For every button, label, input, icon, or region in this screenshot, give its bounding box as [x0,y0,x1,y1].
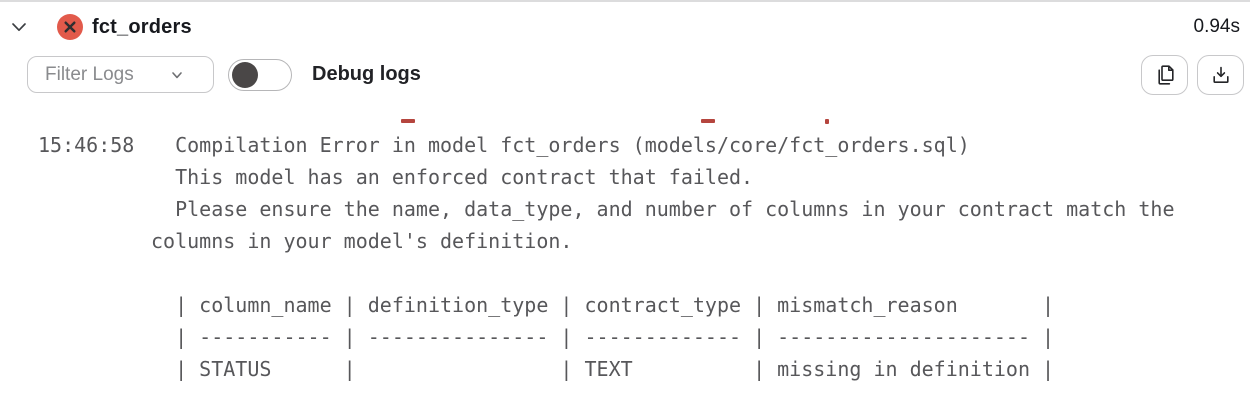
download-icon [1209,63,1233,87]
log-timestamp: 15:46:58 [38,133,135,157]
log-actions [1141,54,1244,95]
copy-logs-button[interactable] [1141,54,1188,95]
filter-logs-label: Filter Logs [45,63,134,85]
model-name-title: fct_orders [92,15,192,38]
clipped-red-text-mark [825,119,829,124]
result-header: fct_orders 0.94s [0,2,1250,52]
compilation-error-message: Compilation Error in model fct_orders (m… [151,133,1175,381]
clipped-red-text-mark [401,119,415,123]
log-toolbar: Filter Logs Debug logs [0,52,1250,97]
filter-logs-dropdown[interactable]: Filter Logs [27,56,214,93]
clipped-red-text-mark [701,119,715,123]
copy-icon [1153,63,1177,87]
log-entry: 15:46:58 Compilation Error in model fct_… [0,129,1250,385]
log-output: 15:46:58 Compilation Error in model fct_… [0,97,1250,404]
debug-logs-label: Debug logs [312,63,421,85]
toggle-knob [232,61,258,88]
error-status-icon [57,14,83,40]
run-duration: 0.94s [1193,16,1240,37]
download-logs-button[interactable] [1197,54,1244,95]
chevron-down-icon [170,68,184,82]
debug-logs-toggle[interactable] [228,58,292,91]
collapse-chevron-icon[interactable] [10,18,28,36]
